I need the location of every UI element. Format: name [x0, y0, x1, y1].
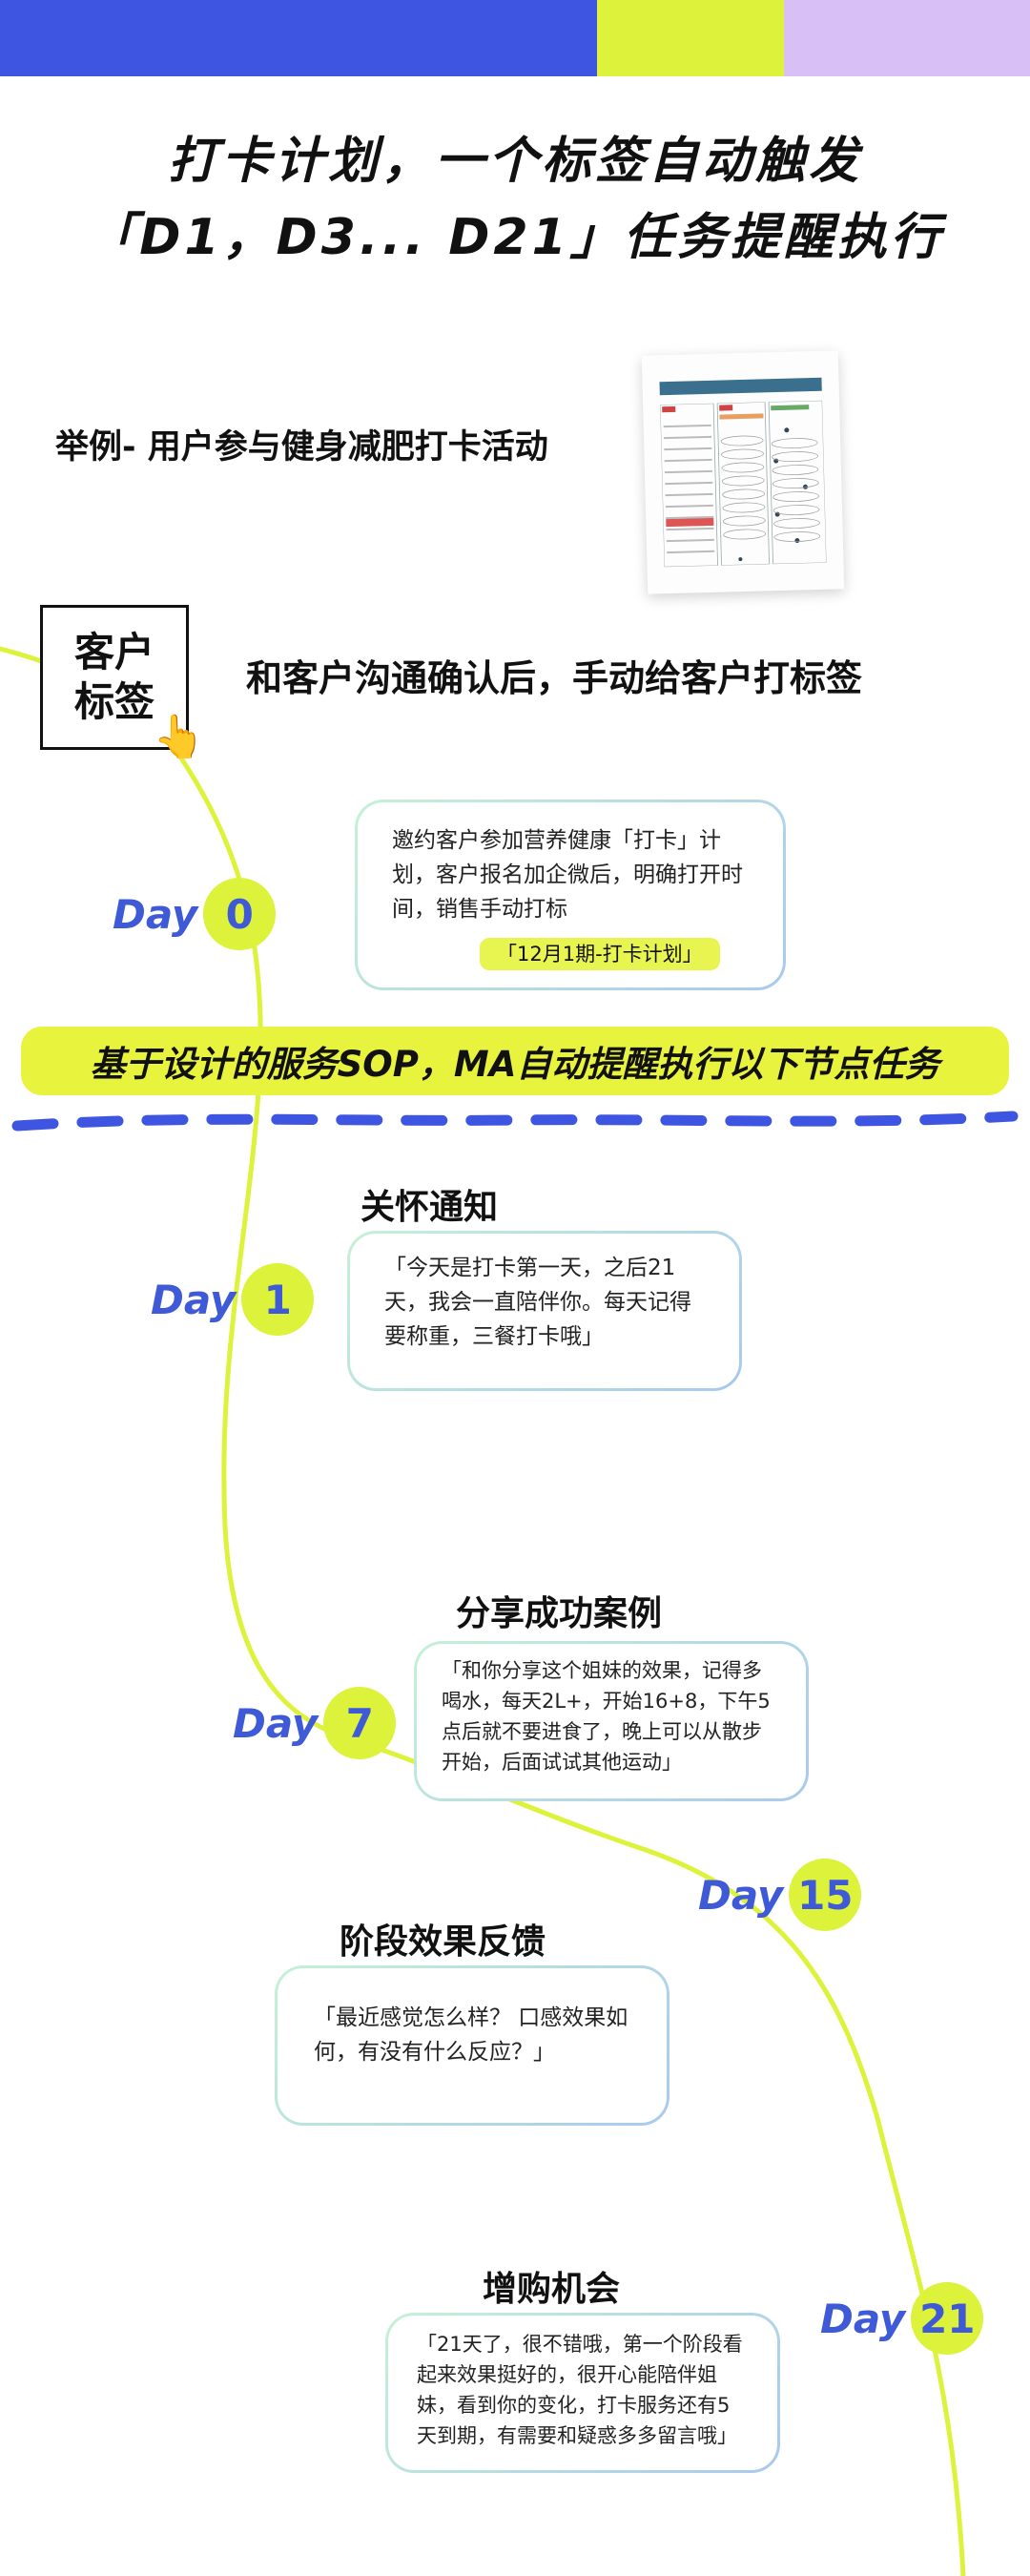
- day-7-marker: Day 7: [233, 1687, 397, 1759]
- day-number-badge: 0: [203, 878, 277, 950]
- day-label: Day: [113, 890, 198, 938]
- customer-tag-line-2: 标签: [73, 678, 154, 725]
- day-label: Day: [698, 1871, 784, 1919]
- sop-banner: 基于设计的服务SOP，MA自动提醒执行以下节点任务: [21, 1027, 1009, 1095]
- top-bar-lime-segment: [597, 0, 784, 76]
- day-number-badge: 1: [241, 1263, 315, 1336]
- day-0-marker: Day 0: [113, 878, 277, 950]
- day-0-card-text: 邀约客户参加营养健康「打卡」计划，客户报名加企微后，明确打开时间，销售手动打标: [392, 828, 743, 922]
- day-label: Day: [820, 2295, 906, 2342]
- node-title-day-1: 关怀通知: [360, 1188, 499, 1227]
- customer-tag-note: 和客户沟通确认后，手动给客户打标签: [246, 657, 863, 699]
- page-title-line-1: 打卡计划，一个标签自动触发: [167, 133, 862, 190]
- day-21-card-text: 「21天了，很不错哦，第一个阶段看起来效果挺好的，很开心能陪伴姐妹，看到你的变化…: [388, 2316, 777, 2470]
- node-title-day-15: 阶段效果反馈: [340, 1922, 546, 1962]
- day-7-card: 「和你分享这个姐妹的效果，记得多喝水，每天2L+，开始16+8，下午5点后就不要…: [414, 1641, 809, 1801]
- node-title-day-7: 分享成功案例: [456, 1594, 663, 1633]
- customer-tag-box: 客户 标签: [40, 605, 189, 750]
- day-15-card: 「最近感觉怎么样？ 口感效果如何，有没有什么反应？」: [275, 1965, 670, 2126]
- node-title-day-21: 增购机会: [483, 2270, 621, 2309]
- pointing-hand-icon: 👆: [153, 713, 205, 761]
- top-color-bar: [0, 0, 1030, 76]
- dashed-divider: [11, 1111, 1019, 1132]
- checkin-sheet-thumbnail: [641, 350, 845, 594]
- top-bar-blue-segment: [0, 0, 597, 76]
- day-label: Day: [233, 1699, 319, 1747]
- day-1-marker: Day 1: [151, 1263, 315, 1336]
- day-number-badge: 15: [789, 1859, 862, 1931]
- sheet-header-bar: [659, 377, 822, 396]
- day-15-card-text: 「最近感觉怎么样？ 口感效果如何，有没有什么反应？」: [278, 1968, 667, 2123]
- day-label: Day: [151, 1276, 237, 1323]
- day-7-card-text: 「和你分享这个姐妹的效果，记得多喝水，每天2L+，开始16+8，下午5点后就不要…: [417, 1644, 806, 1798]
- top-bar-lilac-segment: [784, 0, 1030, 76]
- day-21-marker: Day 21: [820, 2282, 984, 2355]
- day-0-card: 邀约客户参加营养健康「打卡」计划，客户报名加企微后，明确打开时间，销售手动打标 …: [355, 800, 786, 990]
- customer-tag-line-1: 客户: [73, 629, 154, 675]
- example-heading: 举例- 用户参与健身减肥打卡活动: [55, 428, 548, 467]
- day-15-marker: Day 15: [698, 1859, 862, 1931]
- day-1-card: 「今天是打卡第一天，之后21天，我会一直陪伴你。每天记得要称重，三餐打卡哦」: [347, 1231, 742, 1391]
- day-21-card: 「21天了，很不错哦，第一个阶段看起来效果挺好的，很开心能陪伴姐妹，看到你的变化…: [385, 2313, 780, 2473]
- day-0-tag-pill: 「12月1期-打卡计划」: [480, 938, 720, 970]
- day-1-card-text: 「今天是打卡第一天，之后21天，我会一直陪伴你。每天记得要称重，三餐打卡哦」: [350, 1234, 739, 1388]
- day-number-badge: 21: [911, 2282, 984, 2355]
- page-title-line-2: 「D1，D3... D21」任务提醒执行: [86, 209, 944, 266]
- sheet-grid: [660, 400, 827, 568]
- day-number-badge: 7: [323, 1687, 397, 1759]
